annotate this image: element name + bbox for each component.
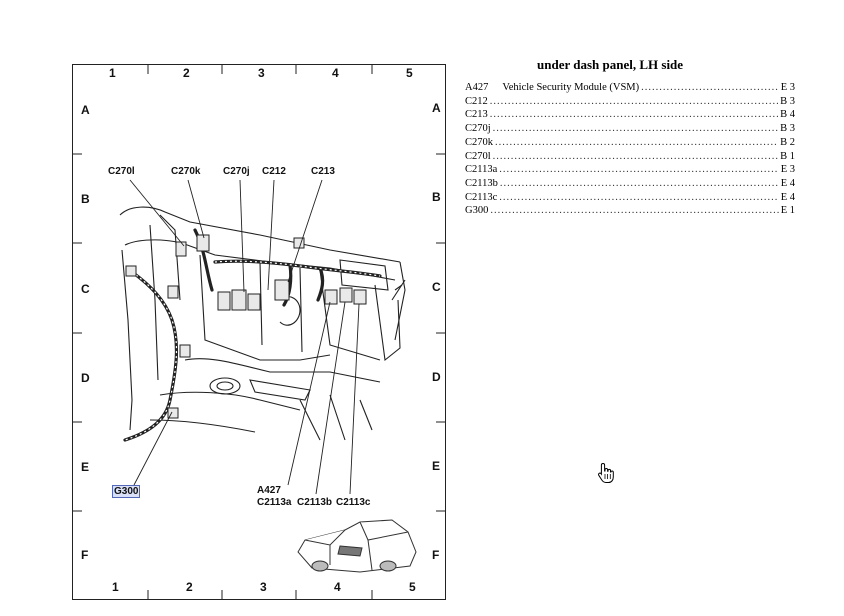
grid-col-5-bottom: 5: [409, 580, 416, 594]
index-entry-code: G300: [465, 205, 489, 217]
index-entry-c2113c: C2113c E 4: [465, 191, 795, 205]
hand-pointer-icon: [598, 462, 614, 483]
index-entry-c270l: C270l B 1: [465, 150, 795, 164]
index-entry-grid-location: B 2: [780, 136, 795, 148]
grid-row-a-right: A: [432, 101, 441, 115]
grid-col-1-bottom: 1: [112, 580, 119, 594]
index-entry-grid-location: B 4: [780, 109, 795, 121]
index-entry-code: C270l: [465, 150, 491, 162]
callout-c2113a: C2113a: [257, 497, 292, 508]
index-entry-grid-location: E 4: [780, 177, 795, 189]
grid-col-5-top: 5: [406, 66, 413, 80]
index-entry-grid-location: B 3: [780, 95, 795, 107]
dot-leader: [495, 136, 778, 150]
callout-a427: A427: [257, 485, 281, 496]
grid-col-3-top: 3: [258, 66, 265, 80]
index-entry-code: C2113c: [465, 191, 498, 203]
grid-col-2-top: 2: [183, 66, 190, 80]
grid-row-a-left: A: [81, 103, 90, 117]
grid-row-f-right: F: [432, 548, 440, 562]
dot-leader: [493, 150, 778, 164]
wiring-harness: [123, 228, 382, 442]
dot-leader: [490, 95, 778, 109]
index-entry-code: C270k: [465, 136, 494, 148]
index-title: under dash panel, LH side: [537, 57, 684, 72]
grid-row-c-left: C: [81, 282, 90, 296]
index-entry-grid-location: B 3: [780, 123, 795, 135]
grid-col-4-top: 4: [332, 66, 339, 80]
callout-c270j: C270j: [223, 166, 250, 177]
diagram-frame: [72, 64, 446, 600]
dash-panel-structure: [119, 206, 406, 441]
index-entry-a427: A427 Vehicle Security Module (VSM) E 3: [465, 81, 795, 95]
grid-col-4-bottom: 4: [334, 580, 341, 594]
dot-leader: [499, 163, 778, 177]
connector-blocks: [125, 234, 367, 419]
index-entry-g300: G300 E 1: [465, 204, 795, 218]
dot-leader: [490, 108, 778, 122]
dot-leader: [500, 177, 779, 191]
grid-row-e-left: E: [81, 460, 90, 474]
index-entry-c212: C212 B 3: [465, 95, 795, 109]
index-entry-grid-location: E 1: [780, 205, 795, 217]
dot-leader: [490, 204, 778, 218]
index-entry-c270k: C270k B 2: [465, 136, 795, 150]
index-entry-code: C2113a: [465, 164, 498, 176]
index-entry-code: C2113b: [465, 177, 498, 189]
grid-col-3-bottom: 3: [260, 580, 267, 594]
grid-row-b-right: B: [432, 190, 441, 204]
callout-c270k: C270k: [171, 166, 201, 177]
grid-col-1-top: 1: [109, 66, 116, 80]
dot-leader: [499, 191, 778, 205]
index-entry-c213: C213 B 4: [465, 108, 795, 122]
grid-row-e-right: E: [432, 459, 441, 473]
index-entry-description: Vehicle Security Module (VSM): [502, 82, 640, 93]
index-entry-grid-location: B 1: [780, 150, 795, 162]
callout-c270l: C270l: [108, 166, 135, 177]
grid-row-d-right: D: [432, 370, 441, 384]
index-entry-grid-location: E 3: [780, 164, 795, 176]
index-entry-grid-location: E 3: [780, 82, 795, 93]
index-entry-grid-location: E 4: [780, 191, 795, 203]
index-entry-c2113a: C2113a E 3: [465, 163, 795, 177]
index-entry-code: C270j: [465, 123, 491, 135]
leader-lines: [129, 179, 360, 495]
callout-c2113c: C2113c: [336, 497, 371, 508]
index-entry-code: A427: [465, 82, 489, 93]
dot-leader: [493, 122, 778, 136]
grid-row-b-left: B: [81, 192, 90, 206]
callout-g300-highlighted[interactable]: G300: [112, 485, 141, 498]
pickup-truck-icon: [297, 519, 417, 573]
dot-leader: [641, 81, 779, 95]
callout-c213: C213: [311, 166, 335, 177]
grid-col-2-bottom: 2: [186, 580, 193, 594]
grid-row-d-left: D: [81, 371, 90, 385]
callout-c2113b: C2113b: [297, 497, 333, 508]
index-entry-c2113b: C2113b E 4: [465, 177, 795, 191]
grid-row-f-left: F: [81, 548, 89, 562]
component-index-list: A427 Vehicle Security Module (VSM) E 3 C212…: [465, 81, 795, 218]
callout-c212: C212: [262, 166, 286, 177]
index-entry-code: C212: [465, 95, 488, 107]
index-entry-code: C213: [465, 109, 488, 121]
index-entry-c270j: C270j B 3: [465, 122, 795, 136]
grid-row-c-right: C: [432, 280, 441, 294]
